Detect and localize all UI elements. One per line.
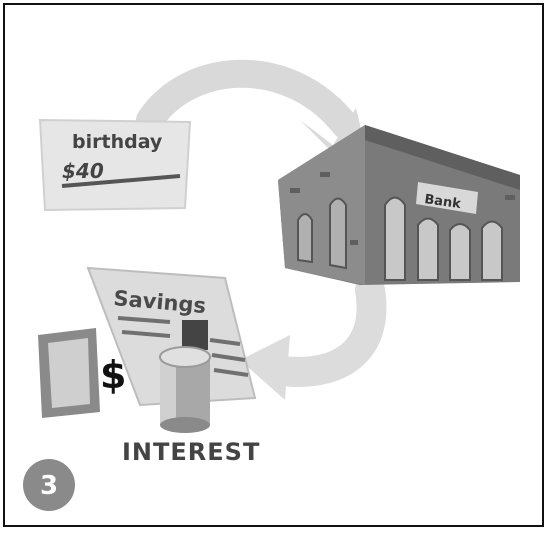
interest-label: INTEREST [122, 438, 260, 466]
bank-sign-text: Bank [423, 192, 462, 212]
birthday-card: birthday $40 [38, 118, 192, 212]
dollar-symbol: $ [100, 353, 126, 397]
bank-windows [384, 196, 503, 281]
savings-book: Savings [86, 266, 257, 407]
card-title: birthday [72, 131, 163, 153]
arrow-to-savings [240, 275, 387, 400]
step-number: 3 [40, 471, 58, 501]
coin-stack [159, 346, 211, 433]
step-badge: 3 [23, 459, 75, 511]
card-amount: $40 [62, 159, 104, 183]
bank-building: Bank [278, 125, 520, 285]
money-bill [38, 328, 100, 418]
